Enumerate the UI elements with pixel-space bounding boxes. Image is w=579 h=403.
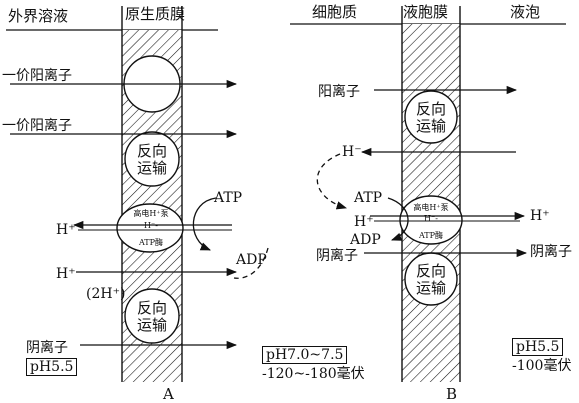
panel-a [6, 6, 269, 382]
anion-label-b-right: 阴离子 [530, 244, 572, 260]
h-label-b-left: H⁻ [342, 144, 362, 160]
header-tonoplast: 液胞膜 [403, 3, 449, 21]
antiport-label-2-line2: 运输 [136, 316, 167, 334]
atp-to-adp-curve-b [387, 197, 409, 241]
antiport-carrier-b1 [404, 90, 458, 144]
ph-outside-box: pH5.5 [26, 358, 78, 376]
antiport-label-b2: 反向 运输 [413, 263, 449, 297]
header-plasma-membrane: 原生质膜 [125, 5, 186, 23]
cation-label-b: 阳离子 [318, 84, 360, 100]
adp-label-b: ADP [350, 232, 381, 248]
antiport-label-2: 反向 运输 [134, 300, 170, 334]
two-h-label: (2H⁺) [86, 286, 126, 302]
anion-label-a: 阴离子 [26, 340, 68, 356]
cation-label-2: 一价阳离子 [2, 118, 72, 134]
h-label-left: H⁺ [56, 222, 76, 238]
header-vacuole: 液泡 [510, 3, 541, 21]
antiport-label-2-line1: 反向 [136, 299, 167, 317]
membrane-potential-b: -100毫伏 [512, 358, 572, 374]
antiport-carrier-1 [124, 131, 180, 187]
antiport-label-b1-line2: 运输 [415, 117, 446, 135]
antiport-label-1: 反向 运输 [134, 143, 170, 177]
header-outside-solution: 外界溶液 [8, 7, 69, 25]
antiport-label-1-line1: 反向 [136, 142, 167, 160]
adp-return-dashed [233, 247, 269, 279]
pump-label-top: 高电H⁺泵 [133, 209, 169, 218]
cation-label-1: 一价阳离子 [2, 68, 72, 84]
h-label-b-right: H⁺ [530, 208, 550, 224]
atp-label: ATP [214, 190, 243, 206]
membrane-potential-a: -120~-180毫伏 [262, 366, 365, 382]
h-label-lower: H⁺ [56, 266, 76, 282]
pump-label-mid: H⁻- [144, 221, 158, 230]
antiport-label-b2-line1: 反向 [415, 262, 446, 280]
ph-vacuole-box: pH5.5 [512, 338, 564, 356]
atp-to-adp-curve [192, 197, 217, 251]
anion-label-b-left: 阴离子 [316, 248, 358, 264]
header-cytoplasm: 细胞质 [312, 3, 358, 21]
h-recycle-dashed [316, 153, 347, 210]
h-pump-label-b: H⁺ [354, 214, 374, 230]
h-atpase-pump-b [399, 195, 463, 245]
atp-label-b: ATP [354, 190, 383, 206]
pump-b-label-top: 高电H⁺泵 [413, 203, 449, 212]
ph-cytoplasm-box: pH7.0~7.5 [262, 346, 348, 364]
pump-label-bottom: ATP酶 [138, 238, 164, 247]
caption-a: A [163, 385, 174, 403]
h-atpase-pump [116, 203, 184, 253]
antiport-label-b1-line1: 反向 [415, 100, 446, 118]
caption-b: B [446, 385, 458, 403]
antiport-label-b1: 反向 运输 [413, 101, 449, 135]
panel-b [290, 6, 566, 382]
antiport-carrier-2 [124, 288, 180, 344]
pump-b-label-mid: H⁻- [424, 214, 438, 223]
antiport-label-b2-line2: 运输 [415, 279, 446, 297]
pump-b-label-bottom: ATP酶 [418, 231, 444, 240]
adp-label: ADP [236, 252, 267, 268]
antiport-label-1-line2: 运输 [136, 159, 167, 177]
